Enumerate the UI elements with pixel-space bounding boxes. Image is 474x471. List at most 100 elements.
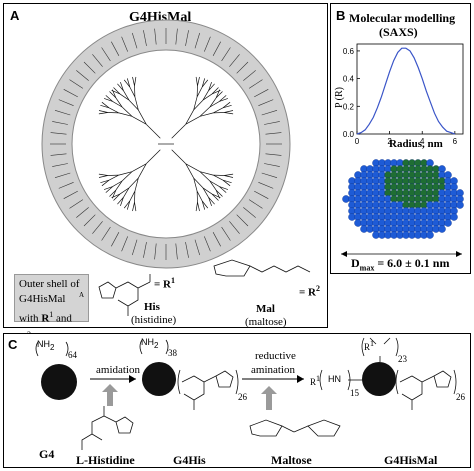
reagent-arrow-1 <box>102 384 118 406</box>
shell-mark <box>243 70 256 81</box>
branch-line <box>113 193 121 201</box>
branch-line <box>115 97 123 108</box>
shell-mark <box>54 172 71 178</box>
branch-line <box>209 180 217 191</box>
branch-line <box>109 91 117 99</box>
shell-mark <box>229 54 240 67</box>
branch-line <box>222 101 231 109</box>
shell-mark <box>143 30 147 46</box>
branch-line <box>185 115 201 125</box>
branch-line <box>118 112 132 117</box>
dendrimer-branches <box>98 76 234 212</box>
shell-mark <box>254 190 269 199</box>
branch-line <box>224 112 234 115</box>
branch-line <box>108 174 119 181</box>
legend-line1: Outer shell of <box>19 278 80 290</box>
branch-line <box>98 112 108 115</box>
shell-mark <box>63 89 78 98</box>
mal-full-name: (maltose) <box>245 316 287 328</box>
branch-line <box>171 149 187 165</box>
shell-mark <box>154 28 157 45</box>
branch-line <box>185 163 201 173</box>
shell-mark <box>248 79 263 89</box>
shell-mark <box>101 226 111 241</box>
branch-line <box>129 191 136 202</box>
final-r1-left: R1 <box>310 374 320 387</box>
branch-line <box>103 186 113 190</box>
final-r1-text: R <box>364 342 371 352</box>
shell-mark <box>132 32 138 49</box>
chart-ytick-label: 0.4 <box>343 75 355 84</box>
branch-line <box>117 83 124 91</box>
mal-eq-sup: 2 <box>315 284 320 293</box>
his-eq: = R1 <box>154 276 175 291</box>
branch-line <box>171 123 187 139</box>
shell-mark <box>69 199 84 209</box>
dmax-label: Dmax = 6.0 ± 0.1 nm <box>351 256 449 272</box>
branch-line <box>196 86 203 97</box>
shell-mark <box>236 61 249 74</box>
branch-line <box>120 81 124 91</box>
final-left-count: 15 <box>350 388 359 398</box>
branch-line <box>215 189 223 197</box>
reaction-scheme <box>35 337 457 450</box>
branch-line <box>195 76 198 86</box>
chart-xtick-label: 6 <box>453 137 458 146</box>
branch-line <box>215 89 221 99</box>
g4-nh2-sub: 2 <box>50 342 55 352</box>
maltose-structure <box>213 259 311 277</box>
branch-line <box>123 187 130 198</box>
g4hismal-name: G4HisMal <box>384 453 438 467</box>
dmax-sub: max <box>359 263 375 273</box>
chart-ytick-label: 0.2 <box>343 102 355 111</box>
model-sphere <box>456 201 464 209</box>
shell-mark <box>204 36 211 52</box>
shell-mark <box>121 236 128 252</box>
amidation-arrowhead <box>129 375 136 383</box>
shell-mark <box>212 41 221 56</box>
model-sphere <box>450 213 458 221</box>
maltose-name: Maltose <box>271 453 312 467</box>
branch-line <box>128 177 139 189</box>
branch-line <box>117 197 124 205</box>
shell-mark <box>54 110 71 116</box>
branch-line <box>118 171 132 176</box>
shell-mark <box>143 242 147 258</box>
g4his-nh2-text: NH <box>141 337 154 347</box>
shell-mark <box>58 99 74 106</box>
branch-line <box>120 197 124 207</box>
chart-ytick-label: 0.6 <box>343 47 355 56</box>
g4-name: G4 <box>39 447 55 461</box>
branch-line <box>98 175 108 178</box>
g4his-sphere <box>142 362 176 396</box>
branch-line <box>112 180 123 187</box>
shell-mark <box>185 242 189 258</box>
panel-a-letter: A <box>10 8 20 23</box>
branch-line <box>209 180 220 187</box>
chart-xtick-label: 4 <box>420 137 425 146</box>
g4-nh2: NH2 <box>37 339 54 352</box>
shell-mark <box>258 182 274 189</box>
his-full-name: (histidine) <box>131 314 177 326</box>
shell-mark <box>101 47 111 62</box>
branch-line <box>123 90 130 101</box>
branch-line <box>137 109 147 125</box>
branch-line <box>115 180 123 191</box>
branch-line <box>131 115 147 125</box>
panel-c-letter: C <box>8 337 18 352</box>
branch-line <box>202 187 209 198</box>
branch-line <box>101 179 110 187</box>
branch-line <box>195 202 198 212</box>
legend-r1-sup: 1 <box>49 310 54 319</box>
branch-line <box>119 187 130 195</box>
branch-line <box>197 202 200 212</box>
branch-line <box>222 179 232 184</box>
shell-mark <box>50 132 67 135</box>
branch-line <box>134 76 137 86</box>
shell-mark <box>52 163 68 167</box>
shell-mark <box>261 110 278 116</box>
his-eq-sup: 1 <box>170 276 175 285</box>
